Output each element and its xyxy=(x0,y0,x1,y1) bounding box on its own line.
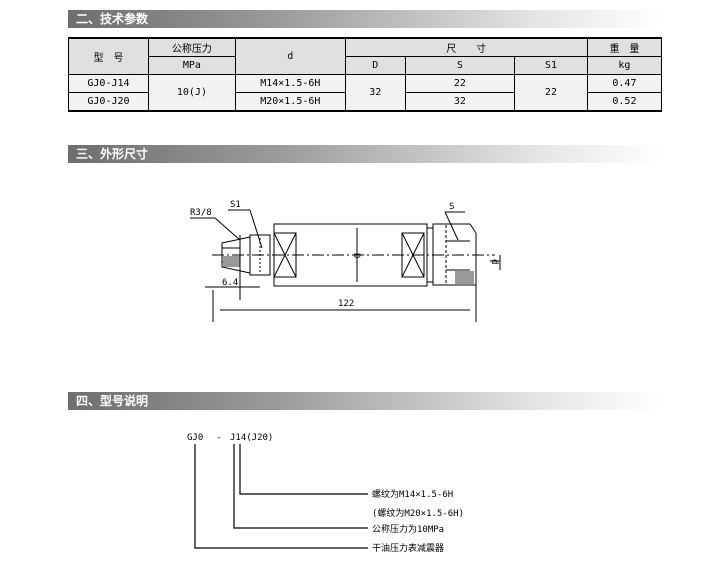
cell-d: M14×1.5-6H xyxy=(234,74,346,93)
cell-S: 32 xyxy=(404,92,516,112)
th-pressure-unit: MPa xyxy=(147,56,236,75)
label-122: 122 xyxy=(338,299,354,309)
code-line-product: 干油压力表减震器 xyxy=(372,542,444,554)
cell-S1: 22 xyxy=(514,74,588,112)
th-model: 型 号 xyxy=(68,37,149,75)
section-header-tech: 二、技术参数 xyxy=(68,10,662,28)
th-D: D xyxy=(344,56,406,75)
cell-D: 32 xyxy=(344,74,406,112)
code-prefix: GJ0 xyxy=(187,433,203,443)
spec-table: 型 号 公称压力 d 尺 寸 重 量 MPa D S S1 kg GJ0-J14… xyxy=(68,37,663,112)
section-header-model: 四、型号说明 xyxy=(68,392,662,410)
cell-S: 22 xyxy=(404,74,516,93)
code-dash: - xyxy=(216,433,221,443)
cell-d: M20×1.5-6H xyxy=(234,92,346,112)
cell-weight: 0.52 xyxy=(586,92,663,112)
label-r38: R3/8 xyxy=(190,208,212,218)
label-6-4: 6.4 xyxy=(222,278,238,288)
label-d: d xyxy=(489,259,499,264)
code-line-pressure: 公称压力为10MPa xyxy=(372,523,444,535)
table-row: GJ0-J14 10(J) M14×1.5-6H 32 22 22 0.47 xyxy=(68,74,663,112)
section-header-dims: 三、外形尺寸 xyxy=(68,145,662,163)
th-d: d xyxy=(234,37,346,75)
code-suffix: J14(J20) xyxy=(230,433,273,443)
table-row: GJ0-J20 M20×1.5-6H 32 0.52 xyxy=(68,92,663,112)
code-line-thread-alt: (螺纹为M20×1.5-6H) xyxy=(372,507,464,519)
th-S1: S1 xyxy=(514,56,588,75)
th-weight-unit: kg xyxy=(586,56,663,75)
label-s1: S1 xyxy=(230,200,241,210)
label-s: S xyxy=(449,202,454,212)
cell-model: GJ0-J14 xyxy=(68,74,149,93)
cell-pressure: 10(J) xyxy=(147,74,236,112)
th-pressure: 公称压力 xyxy=(147,37,236,57)
cell-model: GJ0-J20 xyxy=(68,92,149,112)
label-D: D xyxy=(351,253,361,258)
th-size: 尺 寸 xyxy=(344,37,588,57)
th-weight: 重 量 xyxy=(586,37,663,57)
code-line-thread: 螺纹为M14×1.5-6H xyxy=(372,488,453,500)
cell-weight: 0.47 xyxy=(586,74,663,93)
